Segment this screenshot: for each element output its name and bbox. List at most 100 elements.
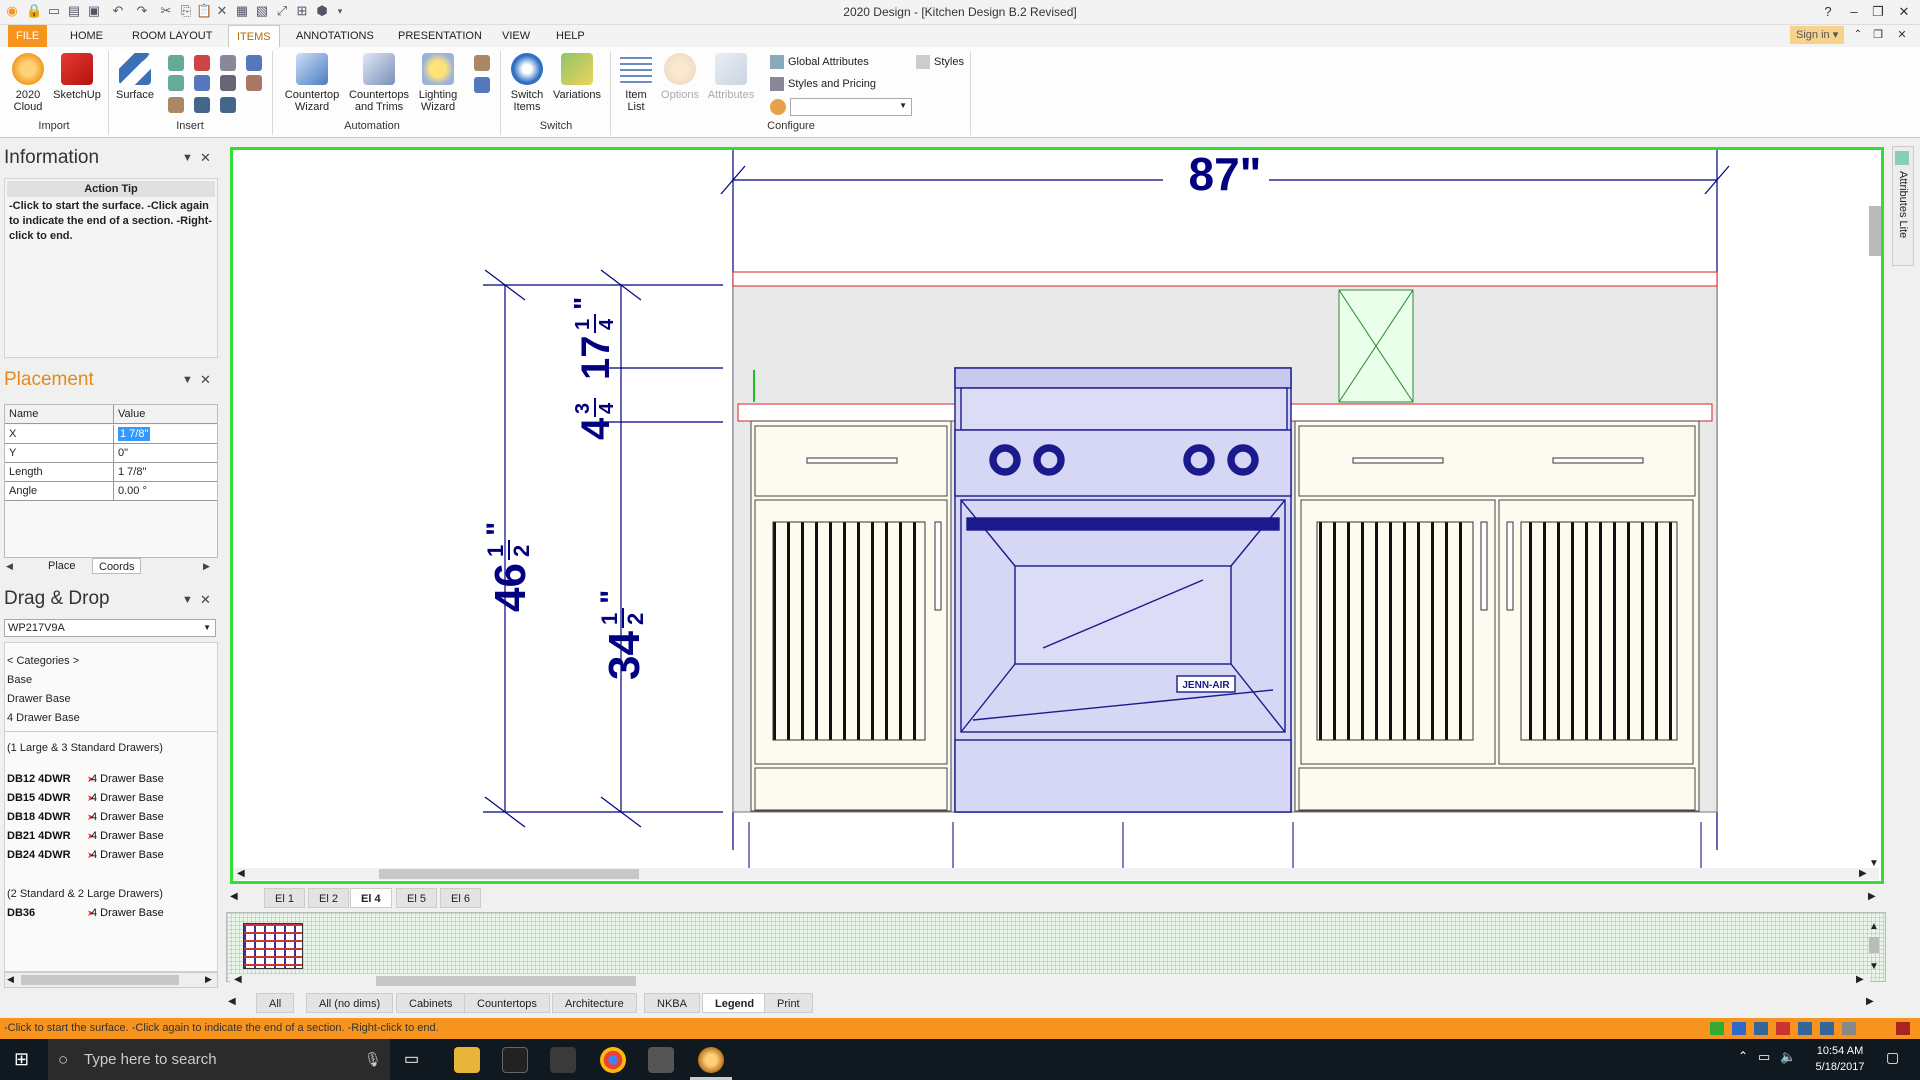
tab-el-5[interactable]: El 5: [396, 888, 437, 908]
scroll-down-icon[interactable]: ▼: [1869, 961, 1879, 972]
scroll-right-icon[interactable]: ▶: [1859, 868, 1867, 879]
2020-cloud-button[interactable]: 2020 Cloud: [6, 53, 50, 113]
app-icon[interactable]: [648, 1047, 674, 1073]
scroll-left-icon[interactable]: ◀: [237, 868, 245, 879]
menu-home[interactable]: HOME: [70, 30, 103, 42]
global-attributes-button[interactable]: Global Attributes: [770, 55, 869, 69]
path-drawer-base[interactable]: Drawer Base: [7, 693, 71, 705]
windows-start-icon[interactable]: ⊞: [14, 1049, 30, 1069]
surface-button[interactable]: Surface: [112, 53, 158, 101]
taskbar-clock[interactable]: 10:54 AM 5/18/2017: [1800, 1043, 1880, 1075]
lighting-wizard-button[interactable]: Lighting Wizard: [414, 53, 462, 113]
tab-all-no-dims[interactable]: All (no dims): [306, 993, 394, 1013]
tab-print[interactable]: Print: [764, 993, 813, 1013]
ribbon-up-icon[interactable]: ⌃: [1853, 29, 1863, 40]
scroll-right-icon[interactable]: ▶: [1856, 974, 1864, 985]
x-value-field[interactable]: 1 7/8": [118, 427, 151, 441]
plan-overview[interactable]: ▲ ▼: [226, 912, 1886, 982]
insert-grid-icon[interactable]: [220, 97, 236, 113]
countertops-trims-button[interactable]: Countertops and Trims: [346, 53, 412, 113]
insert-appliance-icon[interactable]: [246, 75, 262, 91]
tray-chevron-icon[interactable]: ⌃: [1738, 1049, 1749, 1063]
menu-items[interactable]: ITEMS: [228, 25, 280, 47]
drag-drop-hscroll[interactable]: ◀ ▶: [4, 972, 218, 988]
minimize-button[interactable]: –: [1850, 4, 1858, 19]
status-icon[interactable]: [1710, 1022, 1724, 1035]
copy-icon[interactable]: ⎘: [180, 3, 192, 18]
countertop-wizard-button[interactable]: Countertop Wizard: [280, 53, 344, 113]
tab-scroll-right-icon[interactable]: ▶: [1868, 891, 1876, 902]
range-appliance[interactable]: [954, 367, 1292, 813]
tab-nkba[interactable]: NKBA: [644, 993, 700, 1013]
insert-scissors-icon[interactable]: [194, 55, 210, 71]
notification-icon[interactable]: ▢: [1886, 1049, 1900, 1065]
menu-presentation[interactable]: PRESENTATION: [398, 30, 482, 42]
restore-button[interactable]: ❐: [1872, 4, 1884, 19]
length-value-field[interactable]: 1 7/8": [118, 466, 147, 478]
display-icon[interactable]: [1842, 1022, 1856, 1035]
2020-design-taskbar-icon[interactable]: [698, 1047, 724, 1073]
overview-hscroll[interactable]: ◀ ▶: [230, 974, 1870, 988]
scroll-left-icon[interactable]: ◀: [234, 974, 242, 985]
tool-icon[interactable]: [1896, 1022, 1910, 1035]
catalog-combo[interactable]: WP217V9A▼: [4, 619, 216, 637]
save-icon[interactable]: ▣: [87, 3, 101, 18]
sign-in-button[interactable]: Sign in ▾: [1790, 26, 1845, 44]
lock-icon[interactable]: 🔒: [26, 3, 43, 18]
scroll-right-icon[interactable]: ▶: [205, 974, 212, 984]
measure-icon[interactable]: [1820, 1022, 1834, 1035]
styles-pricing-button[interactable]: Styles and Pricing: [770, 77, 876, 91]
chrome-icon[interactable]: [600, 1047, 626, 1073]
right-base-cabinet[interactable]: [1294, 420, 1700, 812]
tab-el-1[interactable]: El 1: [264, 888, 305, 908]
tab-scroll-right-icon[interactable]: ▶: [1866, 996, 1874, 1007]
menu-help[interactable]: HELP: [556, 30, 585, 42]
ribbon-close-icon[interactable]: ✕: [1897, 29, 1907, 41]
insert-cart-icon[interactable]: [220, 75, 236, 91]
attributes-lite-tab[interactable]: Attributes Lite: [1892, 146, 1914, 266]
path-base[interactable]: Base: [7, 674, 33, 686]
tab-scroll-right-icon[interactable]: ▶: [203, 561, 210, 571]
tab-scroll-left-icon[interactable]: ◀: [6, 561, 13, 571]
insert-bottle-icon[interactable]: [220, 55, 236, 71]
scroll-up-icon[interactable]: ▲: [1869, 921, 1879, 932]
undo-icon[interactable]: ↶: [112, 3, 124, 18]
tab-scroll-left-icon[interactable]: ◀: [230, 891, 238, 902]
zoom-extents-icon[interactable]: ⤢: [276, 3, 288, 18]
tab-legend[interactable]: Legend: [702, 993, 768, 1013]
tab-cabinets[interactable]: Cabinets: [396, 993, 466, 1013]
tab-countertops[interactable]: Countertops: [464, 993, 550, 1013]
insert-tool-2-icon[interactable]: [168, 75, 184, 91]
cube-icon[interactable]: ⬢: [316, 3, 328, 18]
tab-el-2[interactable]: El 2: [308, 888, 349, 908]
open-folder-icon[interactable]: ▤: [67, 3, 81, 18]
scroll-thumb[interactable]: [21, 975, 179, 985]
insert-tool-1-icon[interactable]: [168, 55, 184, 71]
layers-icon[interactable]: [1798, 1022, 1812, 1035]
store-icon[interactable]: [502, 1047, 528, 1073]
insert-gear-icon[interactable]: [246, 55, 262, 71]
y-value-field[interactable]: 0": [118, 447, 129, 459]
tab-el-4[interactable]: El 4: [350, 888, 392, 908]
tab-scroll-left-icon[interactable]: ◀: [228, 996, 236, 1007]
scroll-down-icon[interactable]: ▼: [1869, 858, 1879, 869]
drawing-canvas[interactable]: 87" 46 1 2 " 34 1 2 " 17 1 4 " 4 3: [230, 147, 1884, 884]
left-base-cabinet[interactable]: [750, 420, 952, 812]
help-icon[interactable]: ?: [1824, 4, 1832, 19]
insert-can-icon[interactable]: [194, 75, 210, 91]
tab-el-6[interactable]: El 6: [440, 888, 481, 908]
angle-value-field[interactable]: 0.00 °: [118, 485, 147, 497]
panel-close-icon[interactable]: ✕: [200, 150, 211, 165]
render-icon[interactable]: ▧: [255, 3, 269, 18]
tab-place[interactable]: Place: [48, 560, 76, 572]
variations-button[interactable]: Variations: [550, 53, 604, 101]
tab-coords[interactable]: Coords: [92, 558, 142, 574]
style-dropdown[interactable]: ▼: [790, 98, 912, 116]
path-4-drawer-base[interactable]: 4 Drawer Base: [7, 712, 80, 724]
panel-dropdown-icon[interactable]: ▼: [182, 594, 193, 606]
volume-icon[interactable]: 🔈: [1780, 1049, 1797, 1064]
customize-dropdown-icon[interactable]: ▾: [337, 6, 343, 16]
tab-all[interactable]: All: [256, 993, 295, 1013]
